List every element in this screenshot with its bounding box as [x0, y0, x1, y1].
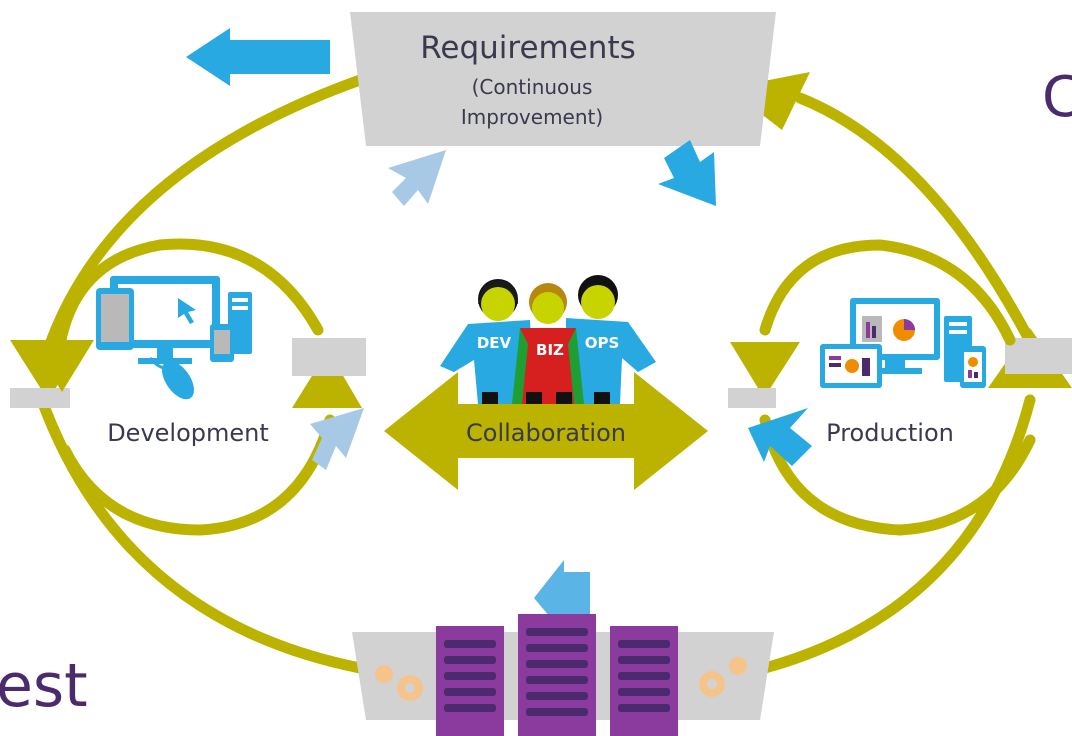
requirements-title: Requirements — [420, 30, 636, 66]
devices-icon — [96, 276, 252, 400]
development-cycle — [54, 238, 336, 536]
release-servers — [352, 614, 774, 736]
requirements-line2: Improvement) — [461, 105, 603, 129]
development-arrowheads — [30, 340, 362, 408]
arrow-up-right-light-icon-2 — [310, 408, 364, 470]
team-people-icon: DEV BIZ OPS — [440, 275, 656, 406]
requirements-line1: (Continuous — [472, 75, 593, 99]
left-edge-tab — [10, 388, 70, 408]
arrow-left-icon — [186, 28, 330, 86]
edge-text-top-right: C — [1042, 65, 1072, 130]
collaboration-double-arrow — [384, 372, 708, 490]
ops-badge: OPS — [585, 334, 620, 352]
server-rack-icon — [436, 626, 504, 736]
production-cycle — [759, 239, 1036, 536]
arrow-down-left-blue-icon — [748, 408, 812, 466]
biz-badge: BIZ — [536, 341, 564, 359]
development-right-tab — [292, 338, 366, 376]
production-label: Production — [826, 419, 954, 447]
server-rack-icon — [518, 614, 596, 736]
production-arrowheads — [730, 342, 800, 398]
dev-badge: DEV — [477, 334, 512, 352]
gear-icon — [375, 665, 423, 701]
edge-text-bottom-left: est — [0, 651, 88, 721]
arrow-down-right-blue-icon — [658, 140, 716, 206]
development-label: Development — [107, 419, 269, 447]
dashboard-devices-icon — [820, 298, 986, 388]
production-left-tab — [728, 388, 776, 408]
server-rack-icon — [610, 626, 678, 736]
gear-icon — [699, 657, 747, 697]
collaboration-label: Collaboration — [466, 419, 626, 447]
arrow-up-right-light-icon — [388, 150, 446, 206]
right-edge-tab — [1005, 338, 1072, 374]
requirements-box: Requirements (Continuous Improvement) — [350, 12, 776, 146]
